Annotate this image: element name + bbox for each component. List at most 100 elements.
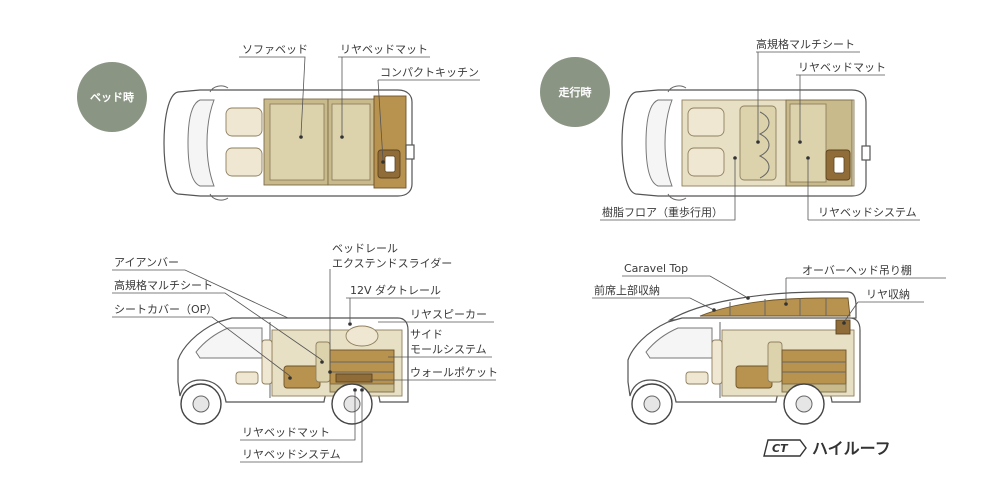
resin-floor-label: 樹脂フロア（重歩行用）	[602, 205, 723, 219]
leader-dot	[353, 388, 357, 392]
sink-icon	[384, 155, 396, 173]
side-mall-system	[781, 349, 847, 385]
compact-kitchen-leader	[377, 79, 480, 161]
rear-bed-mat-label-top: リヤベッドマット	[798, 61, 886, 74]
multi-seat-label-top: 高規格マルチシート	[756, 37, 855, 51]
iron-bar-label: アイアンバー	[114, 256, 179, 269]
dc12v-rail-label: 12V ダクトレール	[350, 283, 441, 297]
front-hub	[192, 395, 210, 413]
bed-mode-van-topview	[163, 85, 415, 201]
iron-bar-leader	[112, 269, 289, 319]
leader-dot	[733, 156, 737, 160]
mirror-lines	[667, 85, 687, 201]
dc12v-rail-leader	[346, 297, 440, 322]
rear-hub	[343, 395, 361, 413]
leader-dot	[381, 160, 385, 164]
rear-bed-mat-label-side: リヤベッドマット	[242, 426, 330, 439]
rear-bumper	[861, 145, 871, 161]
leader-dot	[340, 135, 344, 139]
side-mall-label-2: モールシステム	[410, 343, 487, 356]
caravel-top-leader	[622, 275, 749, 299]
drive-mode-van-topview	[621, 85, 871, 201]
multi-seat-folded-cushion	[758, 111, 770, 179]
side-mall-label-1: サイド	[410, 328, 443, 341]
resin-floor-leader	[600, 160, 736, 221]
driver-backrest	[711, 339, 723, 385]
bed-rail-label-2: エクステンドスライダー	[332, 256, 452, 270]
leader-dot	[320, 360, 324, 364]
side-view-panel: アイアンバー 高規格マルチシート シートカバー（OP） ベッドレール エクステン…	[112, 242, 498, 463]
mirror-lines	[209, 85, 229, 201]
van-sideview-highroof	[627, 291, 861, 425]
rear-speaker	[345, 325, 379, 347]
rear-bumper	[405, 144, 415, 160]
rear-bed-mat-leader-side	[240, 392, 356, 441]
ct-mark-frame	[763, 439, 807, 457]
seat-cover-leader	[112, 316, 291, 377]
rear-hub	[795, 395, 813, 413]
rear-bed-system-label-side: リヤベッドシステム	[242, 448, 341, 461]
van-sideview	[177, 317, 409, 425]
rear-bed-mat-leader	[338, 56, 430, 135]
leader-dot	[756, 140, 760, 144]
rear-speaker-label: リヤスピーカー	[410, 308, 487, 321]
leader-dot	[348, 322, 352, 326]
rear-bed-mat	[331, 103, 371, 181]
wall-pocket-label: ウォールポケット	[410, 366, 498, 379]
rear-bed-mat-label: リヤベッドマット	[340, 43, 428, 56]
rear-storage-label: リヤ収納	[866, 288, 910, 301]
bed-mode-panel: ベッド時 ソファベッド リヤベッドマット コンパクトキッチン	[77, 43, 480, 201]
rear-bed-system-leader-top	[807, 160, 920, 221]
sofa-bed-label: ソファベッド	[242, 43, 308, 56]
drive-mode-badge-label: 走行時	[558, 85, 592, 99]
front-seat-right	[687, 147, 725, 177]
high-roof-panel: Caravel Top 前席上部収納 オーバーヘッド吊り棚 リヤ収納 CT ハイ…	[592, 262, 946, 458]
sink-icon	[833, 156, 845, 174]
front-seat-left	[225, 107, 263, 137]
multi-seat-base	[735, 365, 773, 389]
ct-logo-text: ハイルーフ	[812, 439, 891, 458]
multi-seat-back	[767, 341, 783, 383]
bed-rail-label-1: ベッドレール	[332, 242, 398, 255]
leader-dot	[712, 308, 716, 312]
overhead-shelf-label: オーバーヘッド吊り棚	[802, 263, 912, 277]
multi-seat-leader	[756, 51, 860, 140]
ct-high-roof-logo: CT ハイルーフ	[763, 439, 891, 458]
caravel-top-label: Caravel Top	[624, 262, 688, 275]
front-storage-leader	[592, 297, 715, 311]
rear-bed-system-leader-side	[240, 392, 363, 463]
wall-pocket	[335, 373, 373, 383]
leader-dot	[328, 370, 332, 374]
multi-seat-label-side: 高規格マルチシート	[114, 278, 213, 292]
overhead-shelf-leader	[785, 277, 946, 302]
sofa-bed-leader	[239, 56, 306, 136]
driver-backrest	[261, 339, 273, 385]
front-storage-label: 前席上部収納	[594, 283, 660, 297]
ct-mark: CT	[772, 442, 789, 455]
rear-storage-leader	[843, 301, 924, 323]
bed-mode-badge-label: ベッド時	[90, 90, 134, 104]
leader-dot	[806, 156, 810, 160]
leader-dot	[784, 302, 788, 306]
leader-dot	[299, 135, 303, 139]
front-seat-right	[225, 147, 263, 177]
rear-storage	[835, 319, 851, 335]
seat-cover-label: シートカバー（OP）	[114, 303, 217, 316]
rear-bed-system-label-top: リヤベッドシステム	[818, 206, 917, 219]
driver-seat	[685, 371, 709, 385]
leader-dot	[798, 140, 802, 144]
leader-dot	[746, 296, 750, 300]
leader-dot	[288, 376, 292, 380]
driver-seat	[235, 371, 259, 385]
sofa-bed	[269, 103, 325, 181]
leader-dot	[360, 388, 364, 392]
drive-mode-badge	[540, 57, 610, 127]
windshield	[645, 99, 673, 187]
multi-seat-leader-side	[112, 292, 323, 361]
front-seat-left	[687, 107, 725, 137]
leader-dot	[842, 321, 846, 325]
front-hub	[643, 395, 661, 413]
bed-mode-badge	[77, 62, 147, 132]
rear-bed-mat-leader-top	[796, 74, 885, 140]
